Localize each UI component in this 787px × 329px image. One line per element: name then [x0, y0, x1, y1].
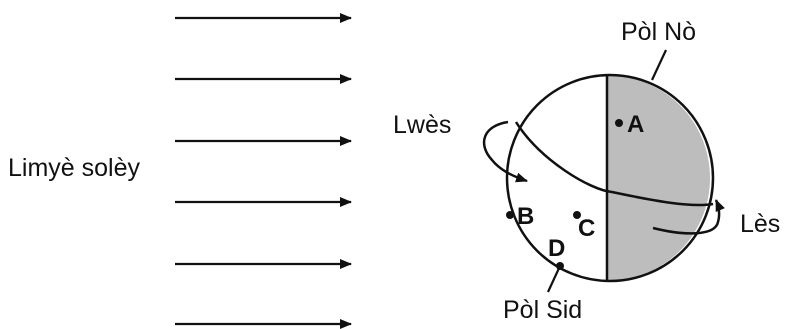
- point-d-label: D: [548, 235, 565, 262]
- sunlight-label: Limyè solèy: [8, 154, 140, 182]
- north-axis-line: [651, 49, 667, 81]
- equator-line: [514, 121, 714, 207]
- east-rotation-arrow: [652, 199, 725, 235]
- south-axis-line: [547, 265, 561, 293]
- west-rotation-arrow: [482, 120, 528, 183]
- east-label: Lès: [740, 210, 780, 238]
- point-b-dot: [506, 211, 514, 219]
- point-c-label: C: [578, 215, 595, 242]
- point-a-dot: [615, 119, 623, 127]
- earth-globe: [505, 73, 715, 283]
- north-pole-label: Pòl Nò: [621, 18, 696, 46]
- globe-night-side: [607, 75, 710, 281]
- globe-outline: [505, 73, 715, 283]
- west-label: Lwès: [393, 111, 451, 139]
- point-b-label: B: [517, 203, 534, 230]
- south-pole-label: Pòl Sid: [503, 296, 582, 324]
- point-a-label: A: [627, 111, 644, 138]
- point-c-dot: [573, 211, 581, 219]
- sunlight-rays: [175, 13, 352, 329]
- point-d-dot: [556, 262, 564, 270]
